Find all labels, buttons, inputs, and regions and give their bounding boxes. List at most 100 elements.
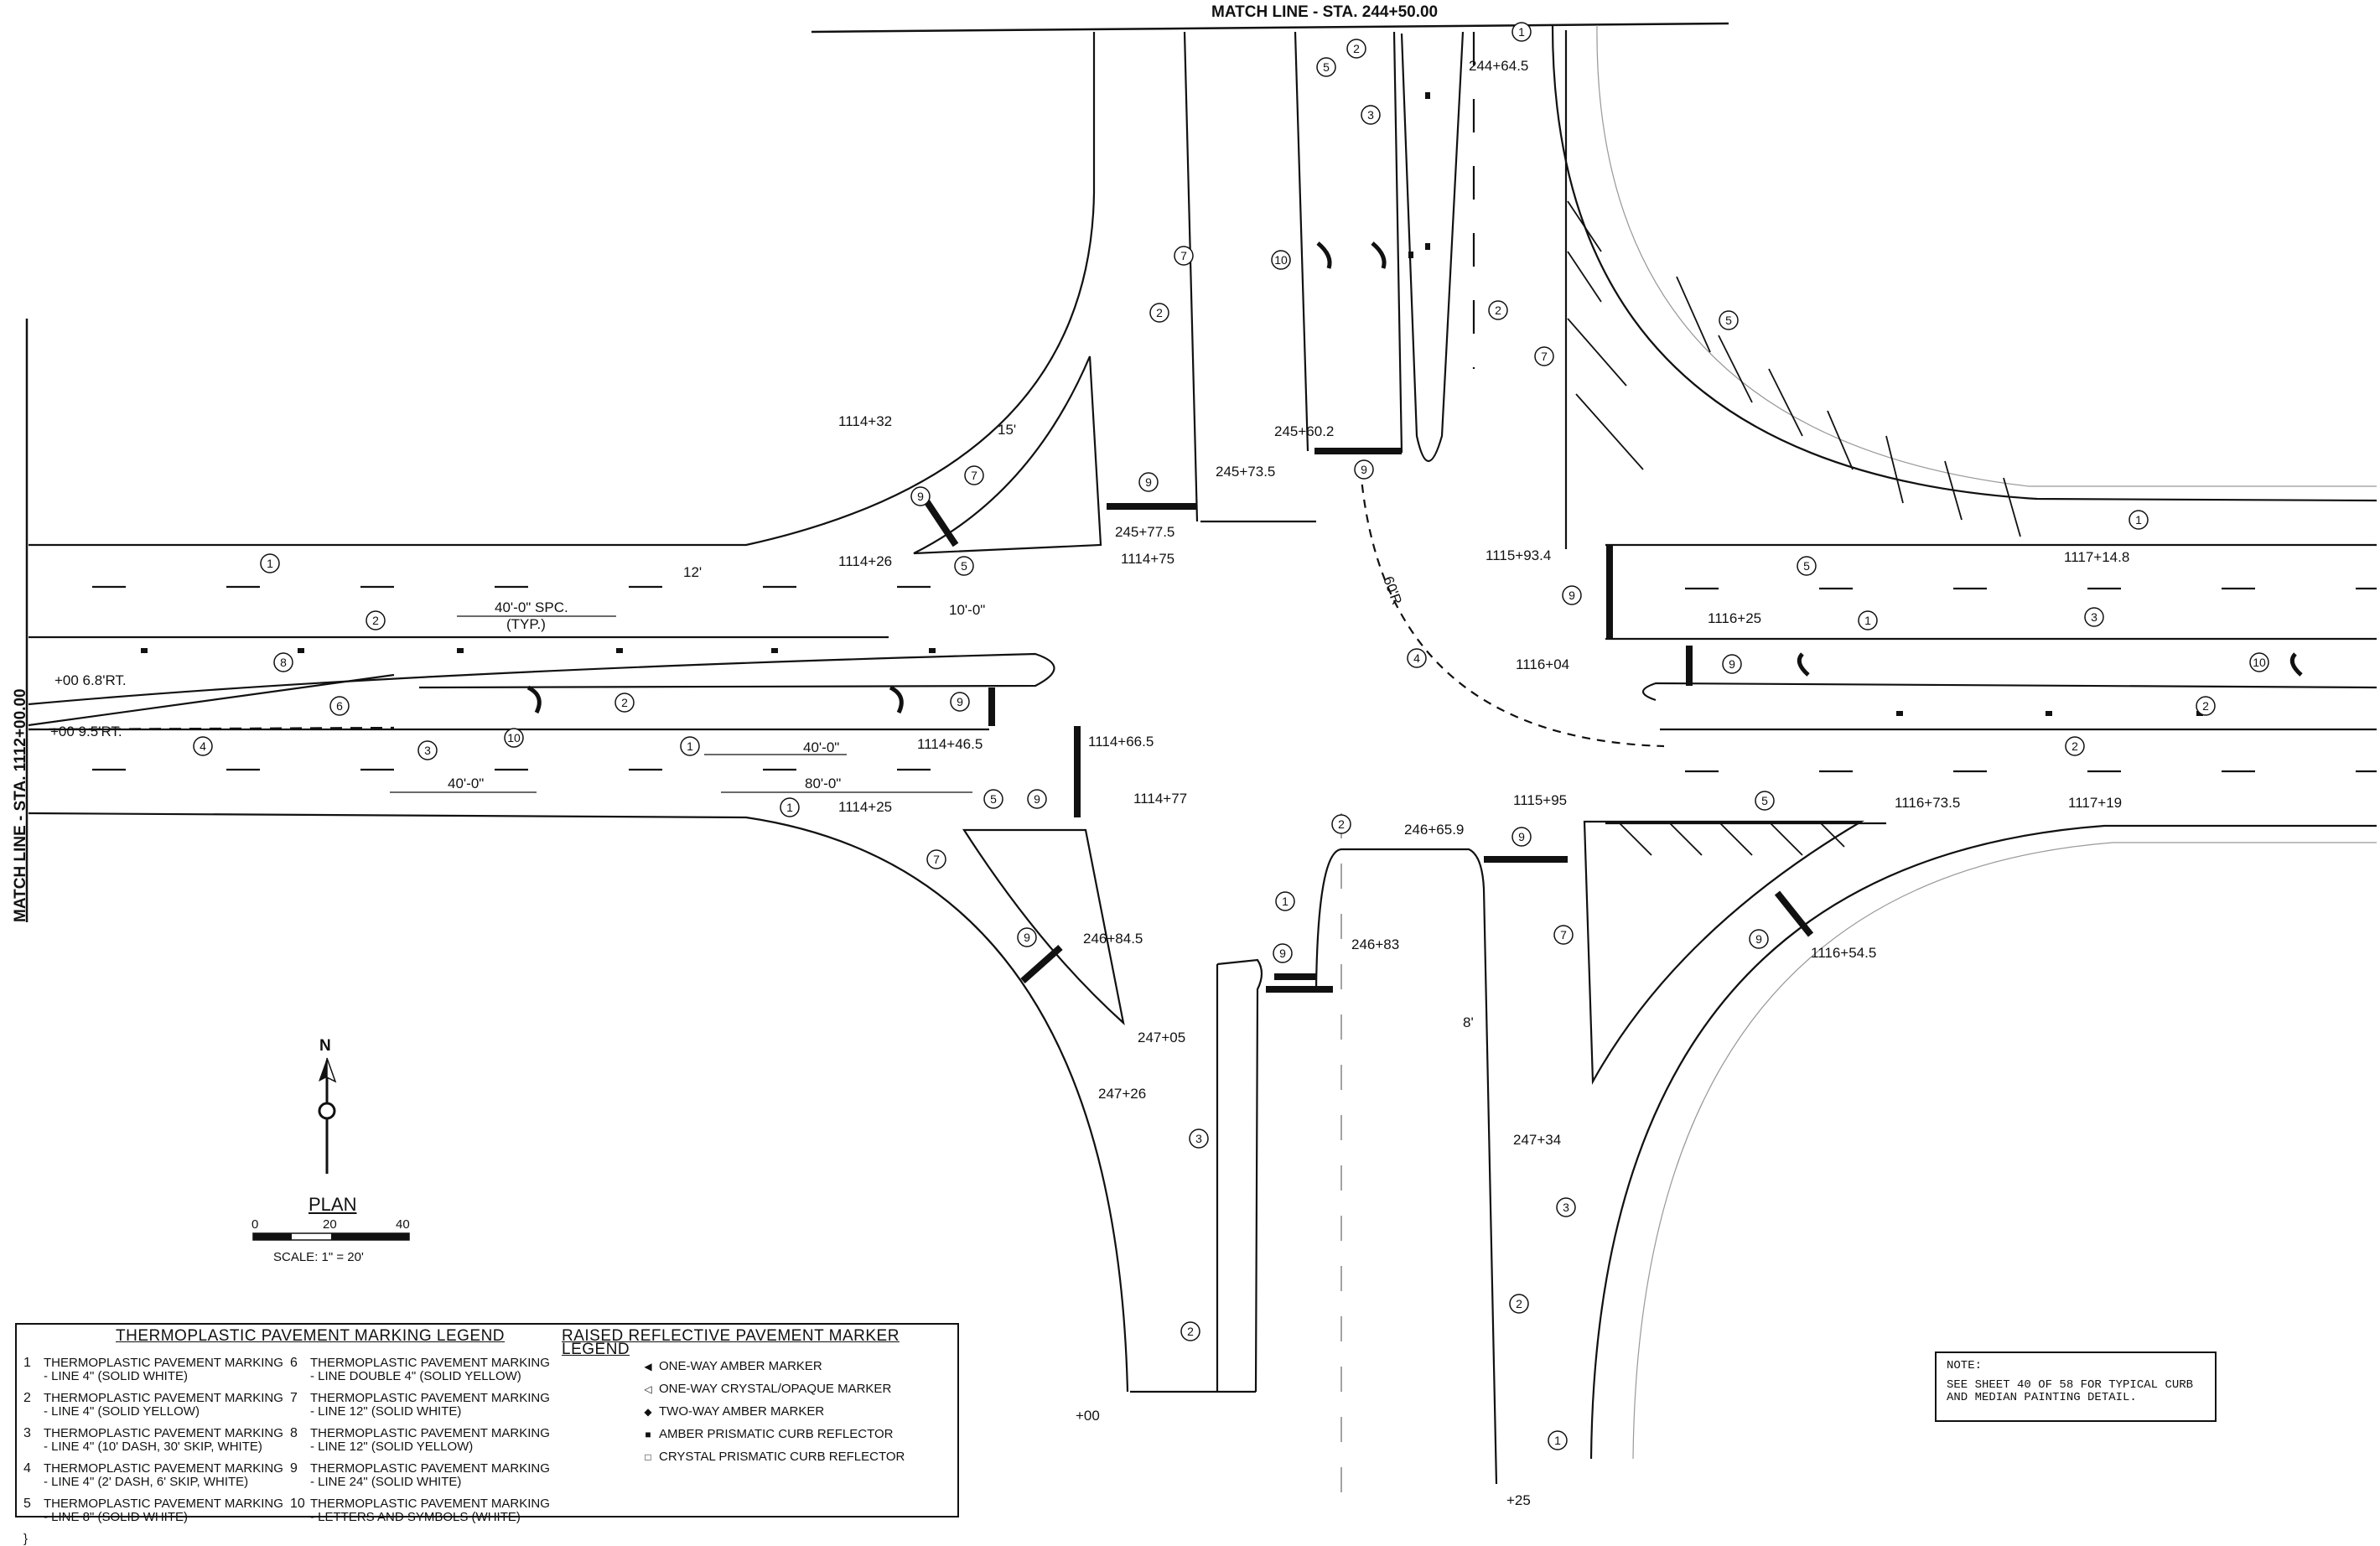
station-label: 1114+25 — [838, 799, 892, 815]
marker-icon: □ — [645, 1451, 651, 1463]
callout-number: 2 — [621, 696, 628, 709]
callout-number: 1 — [1282, 895, 1289, 908]
marker-icon: ■ — [645, 1429, 651, 1440]
callout-number: 9 — [917, 490, 924, 503]
legend-marker-item: ◆TWO-WAY AMBER MARKER — [637, 1405, 939, 1419]
callout-number: 9 — [1034, 792, 1040, 806]
dimension-label: (TYP.) — [506, 616, 546, 632]
callout-number: 9 — [1729, 657, 1735, 671]
callout-number: 2 — [2071, 739, 2078, 753]
note-box: NOTE: SEE SHEET 40 OF 58 FOR TYPICAL CUR… — [1935, 1351, 2217, 1422]
callout-number: 7 — [1560, 928, 1567, 942]
callout-number: 10 — [1274, 253, 1288, 267]
callout-number: 5 — [1725, 314, 1732, 327]
scale-text: SCALE: 1" = 20' — [273, 1250, 364, 1264]
match-line-left: MATCH LINE - STA. 1112+00.00 — [12, 688, 29, 922]
callout-number: 5 — [1761, 794, 1768, 807]
raised-legend-list: ◀ONE-WAY AMBER MARKER ◁ONE-WAY CRYSTAL/O… — [637, 1360, 939, 1473]
callout-number: 9 — [1024, 931, 1030, 944]
scale-tick: 20 — [323, 1217, 337, 1232]
dimension-label: 60'R — [1380, 574, 1405, 607]
callout-number: 3 — [1563, 1201, 1569, 1214]
station-label: +25 — [1506, 1492, 1531, 1508]
station-label: 245+77.5 — [1115, 524, 1174, 540]
callout-number: 2 — [1338, 817, 1345, 831]
raised-legend-title: RAISED REFLECTIVE PAVEMENT MARKER LEGEND — [562, 1327, 900, 1358]
scale-tick: 40 — [396, 1217, 410, 1232]
dimension-label: 80'-0" — [805, 776, 841, 791]
callout-number: 5 — [990, 792, 997, 806]
callout-number: 3 — [1195, 1132, 1202, 1145]
legend-marker-item: ■AMBER PRISMATIC CURB REFLECTOR — [637, 1428, 939, 1441]
station-label: 1116+25 — [1708, 610, 1761, 626]
offset-label: +00 6.8'RT. — [54, 672, 127, 688]
callout-number: 2 — [2202, 699, 2209, 713]
scale-tick: 0 — [251, 1217, 259, 1232]
callout-number: 9 — [1361, 463, 1367, 476]
station-label: 245+60.2 — [1274, 423, 1334, 439]
station-label: 246+65.9 — [1404, 822, 1464, 838]
station-label: 246+83 — [1351, 936, 1399, 952]
callout-number: 7 — [933, 853, 940, 866]
legend-marker-item: □CRYSTAL PRISMATIC CURB REFLECTOR — [637, 1450, 939, 1464]
callout-number: 5 — [961, 559, 967, 573]
note-text: SEE SHEET 40 OF 58 FOR TYPICAL CURB AND … — [1947, 1378, 2194, 1404]
callout-number: 9 — [1755, 932, 1762, 946]
dimension-label: 12' — [683, 564, 702, 580]
scale-bar — [252, 1232, 410, 1241]
station-label: 1116+54.5 — [1811, 945, 1876, 961]
callout-number: 1 — [1864, 614, 1871, 627]
plan-title: PLAN — [309, 1194, 357, 1215]
legend-marker-item: ◀ONE-WAY AMBER MARKER — [637, 1360, 939, 1373]
callout-number: 2 — [1353, 42, 1360, 55]
marker-icon: ◁ — [644, 1383, 652, 1395]
callout-number: 10 — [507, 731, 521, 744]
callout-number: 9 — [1279, 947, 1286, 960]
callout-number: 1 — [786, 801, 793, 814]
dimension-label: 40'-0" — [803, 739, 839, 755]
dimension-label: 40'-0" SPC. — [495, 599, 568, 615]
station-label: 1115+93.4 — [1486, 547, 1551, 563]
callout-number: 7 — [971, 469, 977, 482]
callout-number: 1 — [1518, 25, 1525, 39]
station-label: +00 — [1076, 1408, 1100, 1424]
station-label: 1115+95 — [1513, 792, 1567, 808]
thermo-legend-title: THERMOPLASTIC PAVEMENT MARKING LEGEND — [116, 1327, 506, 1345]
callout-number: 10 — [2253, 656, 2266, 669]
station-label: 1116+04 — [1516, 656, 1569, 672]
callout-number: 7 — [1541, 350, 1548, 363]
callout-number: 3 — [424, 744, 431, 757]
callout-number: 1 — [267, 557, 273, 570]
marking-legend: THERMOPLASTIC PAVEMENT MARKING LEGEND RA… — [15, 1323, 959, 1546]
station-label: 245+73.5 — [1216, 464, 1275, 480]
callout-number: 3 — [2091, 610, 2097, 624]
station-label: 1114+32 — [838, 413, 892, 429]
callout-number: 4 — [1413, 651, 1420, 665]
station-label: 1114+66.5 — [1088, 734, 1154, 750]
dimension-label: 8' — [1463, 1014, 1474, 1030]
callout-number: 2 — [1516, 1297, 1522, 1310]
callout-number: 1 — [2135, 513, 2142, 527]
north-label: N — [319, 1037, 331, 1055]
note-title: NOTE: — [1947, 1359, 1983, 1372]
callout-number: 9 — [1145, 475, 1152, 489]
station-label: 247+05 — [1138, 1030, 1185, 1045]
callout-number: 9 — [1518, 830, 1525, 843]
station-label: 1114+75 — [1121, 551, 1174, 567]
callout-number: 5 — [1803, 559, 1810, 573]
callout-number: 2 — [372, 614, 379, 627]
station-label: 1117+19 — [2068, 795, 2122, 811]
callout-number: 9 — [1569, 589, 1575, 602]
callout-number: 2 — [1495, 303, 1501, 317]
north-arrow-icon: N — [318, 1037, 337, 1174]
